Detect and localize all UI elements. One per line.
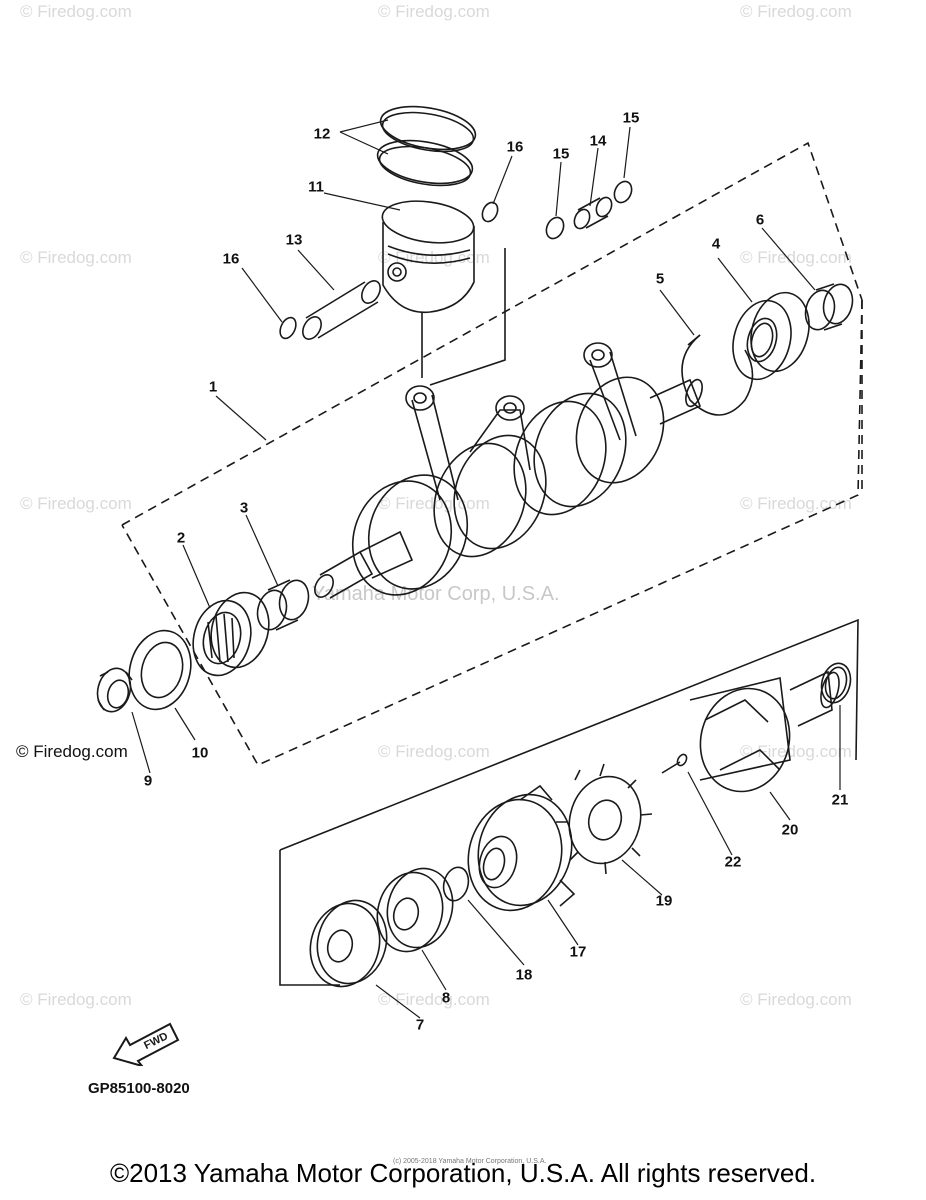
bearing-4 [732,291,810,381]
coupling-17 [467,784,576,912]
bearing-2 [192,591,270,677]
crankshaft [314,342,703,599]
callout-14: 14 [589,132,607,150]
lower-boundary [279,618,859,851]
clip-left [279,316,297,340]
callout-15-b: 15 [622,109,640,127]
collar-3 [256,579,310,631]
circlip-5 [681,334,754,416]
nut-9 [96,667,133,713]
watermark: © Firedog.com [20,2,132,21]
watermark: © Firedog.com [20,990,132,1009]
washer-15a [545,216,565,240]
piston-rings [376,105,477,187]
o-ring-21 [820,662,852,704]
callout-11: 11 [308,178,324,196]
watermark: © Firedog.com [740,990,852,1009]
callout-12: 12 [313,125,331,143]
callout-7: 7 [415,1016,425,1034]
callout-17: 17 [569,943,587,961]
callout-2: 2 [176,529,186,547]
watermark: © Firedog.com [378,990,490,1009]
callout-18: 18 [515,966,533,984]
footer-micro-text: (c) 2005-2018 Yamaha Motor Corporation, … [393,1158,547,1165]
callout-19: 19 [655,892,673,910]
watermark: © Firedog.com [16,742,128,761]
callout-20: 20 [781,821,799,839]
o-ring-18 [442,866,470,902]
callout-22: 22 [724,853,742,871]
watermark: © Firedog.com [740,494,852,513]
callout-4: 4 [711,235,721,253]
callout-1: 1 [208,378,218,396]
collar-6 [804,283,854,331]
diagram-code: GP85100-8020 [88,1080,190,1097]
piston-pin [302,280,381,340]
callout-21: 21 [831,791,849,809]
coupling-20 [689,670,840,793]
copyright-footer: ©2013 Yamaha Motor Corporation, U.S.A. A… [109,1158,817,1188]
bearing-14 [573,196,613,230]
callout-10: 10 [191,744,209,762]
fwd-arrow-icon: FWD [112,1022,180,1068]
assembly-boundary [121,141,863,767]
piston [381,200,475,314]
seal-7 [309,899,388,988]
callout-16-b: 16 [222,250,240,268]
callout-8: 8 [441,989,451,1007]
watermark: © Firedog.com [20,248,132,267]
watermark: © Firedog.com [20,494,132,513]
leader-lines [131,119,841,1019]
fwd-arrow: FWD [112,1018,182,1068]
watermark: © Firedog.com [740,742,852,761]
callout-13: 13 [285,231,303,249]
damper-19 [556,763,653,875]
watermark: © Firedog.com [740,2,852,21]
bolt-22 [661,753,688,774]
callout-9: 9 [143,772,153,790]
oil-seal-10 [128,629,192,711]
washer-8 [376,867,454,953]
callout-6: 6 [755,211,765,229]
callout-5: 5 [655,270,665,288]
washer-15b [613,180,633,204]
lower-boundary-left [279,850,340,986]
callout-16-a: 16 [506,138,524,156]
callout-3: 3 [239,499,249,517]
callout-15-a: 15 [552,145,570,163]
clip-right [481,201,499,223]
watermark: © Firedog.com [740,248,852,267]
watermark: © Firedog.com [378,742,490,761]
watermark: © Firedog.com [378,2,490,21]
